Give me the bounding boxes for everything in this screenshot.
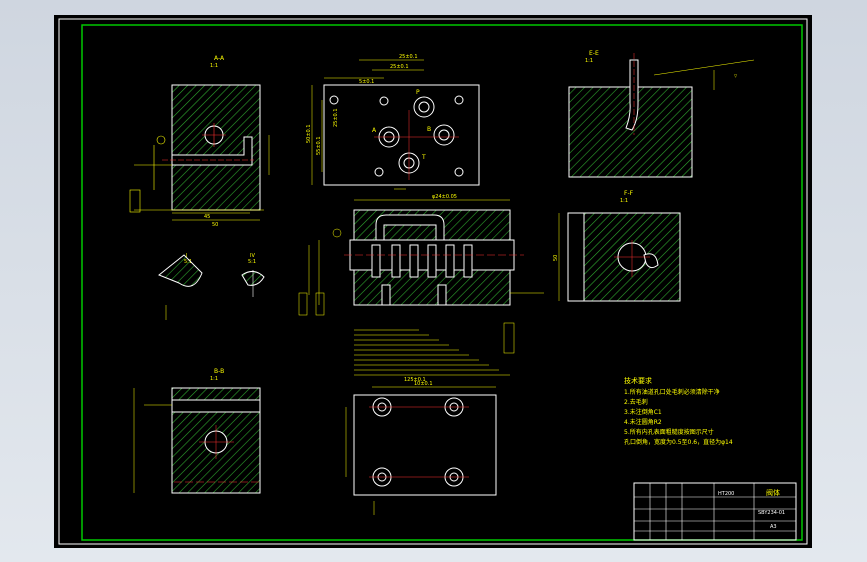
bottom-view-body bbox=[353, 394, 497, 496]
title-block-frame bbox=[633, 482, 797, 541]
dim-left-overall: 50 bbox=[212, 222, 218, 228]
tech-note-1: 1.所有油道孔口处毛刺必须清除干净 bbox=[624, 388, 720, 396]
dim-front-top: φ24±0.05 bbox=[432, 194, 457, 200]
dim-bottom-width: 10±0.1 bbox=[414, 381, 433, 387]
title-block-name: 阀体 bbox=[766, 488, 780, 497]
drawing-sheet: A-A 1:1 50 45 bbox=[54, 15, 812, 548]
svg-text:▽: ▽ bbox=[734, 73, 738, 78]
section-aa-view: A-A 1:1 50 45 bbox=[129, 55, 270, 228]
detail-2-label: IV bbox=[250, 253, 255, 259]
top-view-body bbox=[323, 84, 480, 186]
section-ee-label: E-E bbox=[589, 50, 599, 57]
section-ee-scale: 1:1 bbox=[585, 58, 593, 64]
dim-right-height: 50 bbox=[553, 255, 559, 261]
title-block-drawing-no: SBY234-01 bbox=[758, 510, 785, 516]
port-a: A bbox=[372, 127, 377, 134]
section-bb-label: B-B bbox=[214, 368, 224, 375]
section-aa-label: A-A bbox=[214, 55, 225, 62]
inner-border bbox=[81, 24, 803, 541]
section-ff-scale: 1:1 bbox=[620, 198, 628, 204]
top-dim-6: 55±0.1 bbox=[316, 136, 322, 155]
tech-note-2: 2.去毛刺 bbox=[624, 398, 648, 406]
top-view: P A B T 25±0.1 25±0.1 5±0.1 50±0.1 25±0.… bbox=[306, 54, 480, 190]
title-block: HT200 阀体 SBY234-01 A3 bbox=[633, 482, 797, 541]
detail-views: I 5:1 IV 5:1 bbox=[158, 253, 265, 320]
tech-note-5: 5.所有内孔表面粗糙度按图示尺寸 bbox=[624, 428, 714, 436]
technical-notes: 技术要求 1.所有油道孔口处毛刺必须清除干净 2.去毛刺 3.未注倒角C1 4.… bbox=[624, 376, 733, 446]
top-dim-3: 5±0.1 bbox=[359, 79, 374, 85]
section-ff-view: F-F 1:1 50 bbox=[553, 190, 681, 302]
top-dim-4: 50±0.1 bbox=[306, 124, 312, 143]
detail-2-scale: 5:1 bbox=[248, 259, 256, 265]
top-dim-2: 25±0.1 bbox=[390, 64, 409, 70]
tech-note-3: 3.未注倒角C1 bbox=[624, 408, 662, 416]
outer-border bbox=[58, 18, 808, 545]
bottom-view: 10±0.1 bbox=[345, 381, 497, 515]
section-ee-view: E-E 1:1 ▽ bbox=[568, 50, 755, 178]
port-t: T bbox=[421, 154, 426, 161]
port-p: P bbox=[416, 89, 420, 96]
dim-left-inner: 45 bbox=[204, 214, 210, 220]
cad-drawing: A-A 1:1 50 45 bbox=[58, 18, 808, 545]
section-aa-scale: 1:1 bbox=[210, 63, 218, 69]
title-block-material: HT200 bbox=[718, 491, 734, 497]
section-bb-view: B-B 1:1 bbox=[133, 368, 261, 494]
top-dim-5: 25±0.1 bbox=[333, 108, 339, 127]
top-dim-1: 25±0.1 bbox=[399, 54, 418, 60]
detail-1-label: I bbox=[186, 253, 187, 259]
section-bb-scale: 1:1 bbox=[210, 376, 218, 382]
tech-note-4: 4.未注圆角R2 bbox=[624, 418, 662, 426]
tech-note-6: 孔口倒角，宽度为0.5至0.6，直径为φ14 bbox=[624, 438, 733, 446]
title-block-sheet: A3 bbox=[770, 524, 777, 530]
front-section-view: φ24±0.05 125±0.1 bbox=[298, 194, 544, 383]
tech-notes-heading: 技术要求 bbox=[624, 376, 652, 385]
port-b: B bbox=[427, 126, 431, 133]
section-ee-channel bbox=[625, 59, 639, 131]
dim-front-width: 125±0.1 bbox=[404, 377, 426, 383]
section-ff-label: F-F bbox=[624, 190, 634, 197]
